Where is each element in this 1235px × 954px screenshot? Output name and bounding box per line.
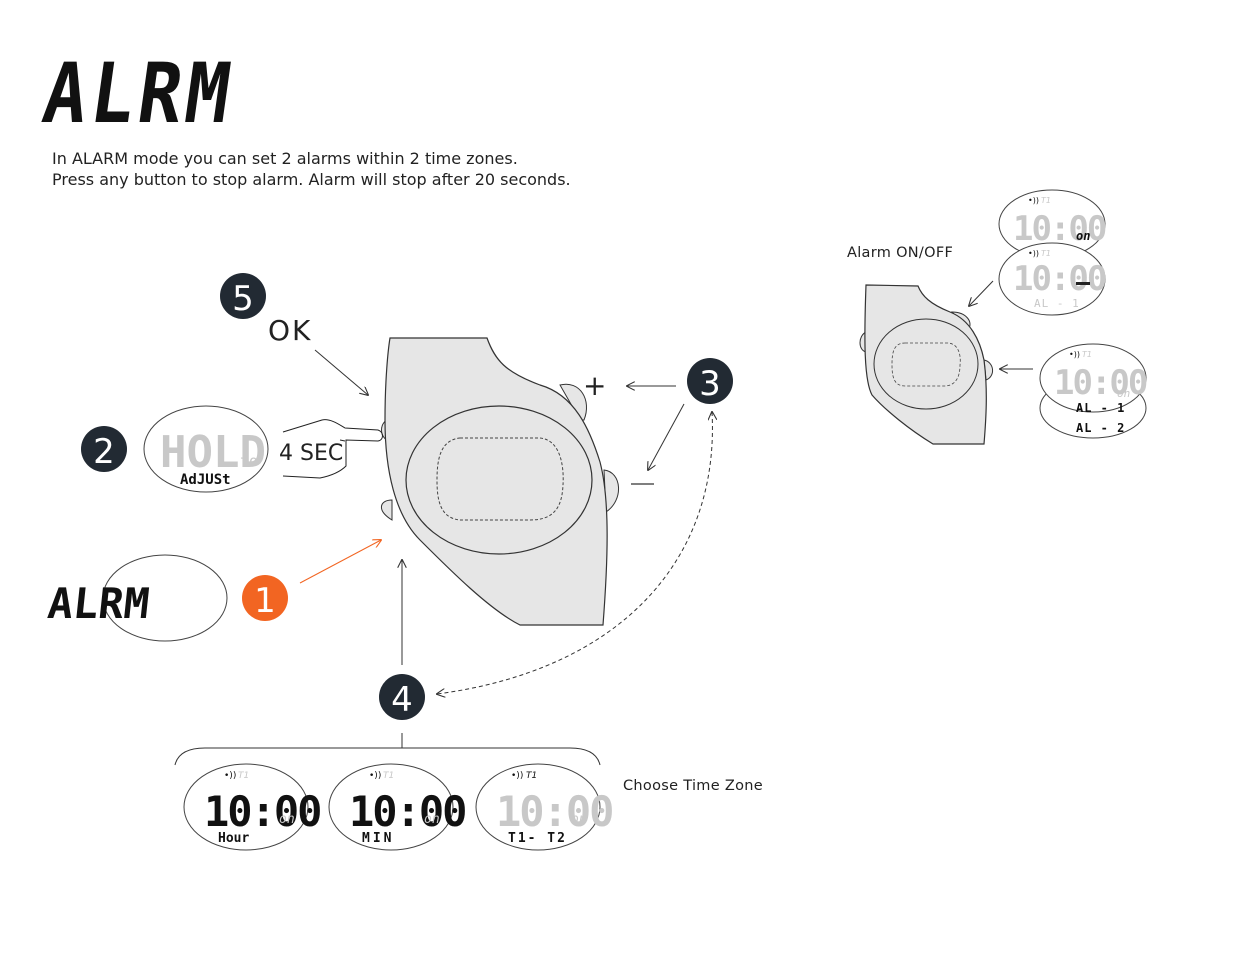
alarm-1-zone: T1	[1082, 350, 1092, 359]
small-watch	[859, 284, 993, 445]
min-time: 10:00	[349, 787, 465, 836]
min-display: •)) T1 10:00 on MIN	[328, 763, 467, 851]
timezone-display: •)) T1 10:00 on T1- T2	[475, 763, 614, 851]
onoff-a-zone: T1	[1041, 196, 1051, 205]
step-1-number: 1	[254, 581, 276, 621]
step1-arrow	[299, 540, 381, 584]
signal-icon: •))	[1028, 196, 1039, 205]
signal-icon: •))	[1028, 249, 1039, 258]
signal-icon: •))	[224, 771, 236, 781]
tz-time: 10:00	[496, 787, 612, 836]
loop-arrow	[437, 412, 712, 694]
alarm-1-sub: AL - 1	[1076, 401, 1125, 415]
tz-zone: T1	[526, 771, 537, 781]
alrm-display-text: ALRM	[45, 579, 151, 628]
intro-line-2: Press any button to stop alarm. Alarm wi…	[52, 170, 571, 189]
intro-text: In ALARM mode you can set 2 alarms withi…	[52, 148, 571, 190]
tz-state: on	[571, 812, 587, 827]
hold-adjust-display: HOLD to AdJUSt	[143, 405, 269, 493]
tz-sub: T1- T2	[508, 831, 567, 846]
choose-time-zone-label: Choose Time Zone	[623, 778, 763, 794]
step-3-number: 3	[699, 364, 721, 404]
ok-arrow	[314, 349, 368, 395]
alarm-1-state: on	[1117, 387, 1130, 400]
plus-label: +	[583, 369, 606, 402]
step-4-badge: 4	[379, 674, 425, 720]
hour-state: on	[279, 812, 295, 827]
hold-4-sec-label: 4 SEC	[279, 441, 343, 466]
finger-press-icon	[282, 419, 383, 479]
onoff-arrow	[969, 280, 994, 306]
min-sub: MIN	[362, 831, 394, 846]
step-5-number: 5	[232, 279, 254, 319]
alarm-2-sub: AL - 2	[1076, 421, 1125, 435]
step-1-badge: 1	[242, 575, 288, 621]
min-state: on	[424, 812, 440, 827]
signal-icon: •))	[1069, 350, 1080, 359]
hour-display: •)) T1 10:00 on Hour	[183, 763, 322, 851]
onoff-a-state: on	[1076, 229, 1090, 243]
min-zone: T1	[383, 771, 394, 781]
options-bracket	[174, 747, 601, 766]
onoff-b-sub: AL - 1	[1034, 297, 1080, 310]
off-indicator	[1076, 282, 1090, 285]
hour-time: 10:00	[204, 787, 320, 836]
step-2-badge: 2	[81, 426, 127, 472]
step-3-badge: 3	[687, 358, 733, 404]
onoff-b-zone: T1	[1041, 249, 1051, 258]
onoff-a-time: 10:00	[1013, 209, 1106, 249]
alarm-1-display: •)) T1 10:00 on AL - 1	[1039, 343, 1149, 415]
alrm-display: ALRM	[45, 554, 228, 642]
hour-zone: T1	[238, 771, 249, 781]
signal-icon: •))	[511, 771, 523, 781]
intro-line-1: In ALARM mode you can set 2 alarms withi…	[52, 149, 518, 168]
minus-arrow	[648, 403, 685, 470]
onoff-display-off: •)) T1 10:00 AL - 1	[998, 242, 1108, 316]
signal-icon: •))	[369, 771, 381, 781]
step-5-badge: 5	[220, 273, 266, 319]
hold-main-text: HOLD	[160, 427, 266, 478]
step-4-number: 4	[391, 680, 413, 720]
alarm-onoff-label: Alarm ON/OFF	[847, 245, 954, 261]
hold-suffix-text: to	[240, 452, 258, 470]
onoff-b-time: 10:00	[1013, 259, 1106, 299]
step-2-number: 2	[93, 432, 115, 472]
hour-sub: Hour	[218, 831, 249, 846]
alarm-1-time: 10:00	[1054, 363, 1147, 403]
ok-label: OK	[268, 314, 312, 347]
hold-sub-text: AdJUSt	[180, 472, 231, 488]
